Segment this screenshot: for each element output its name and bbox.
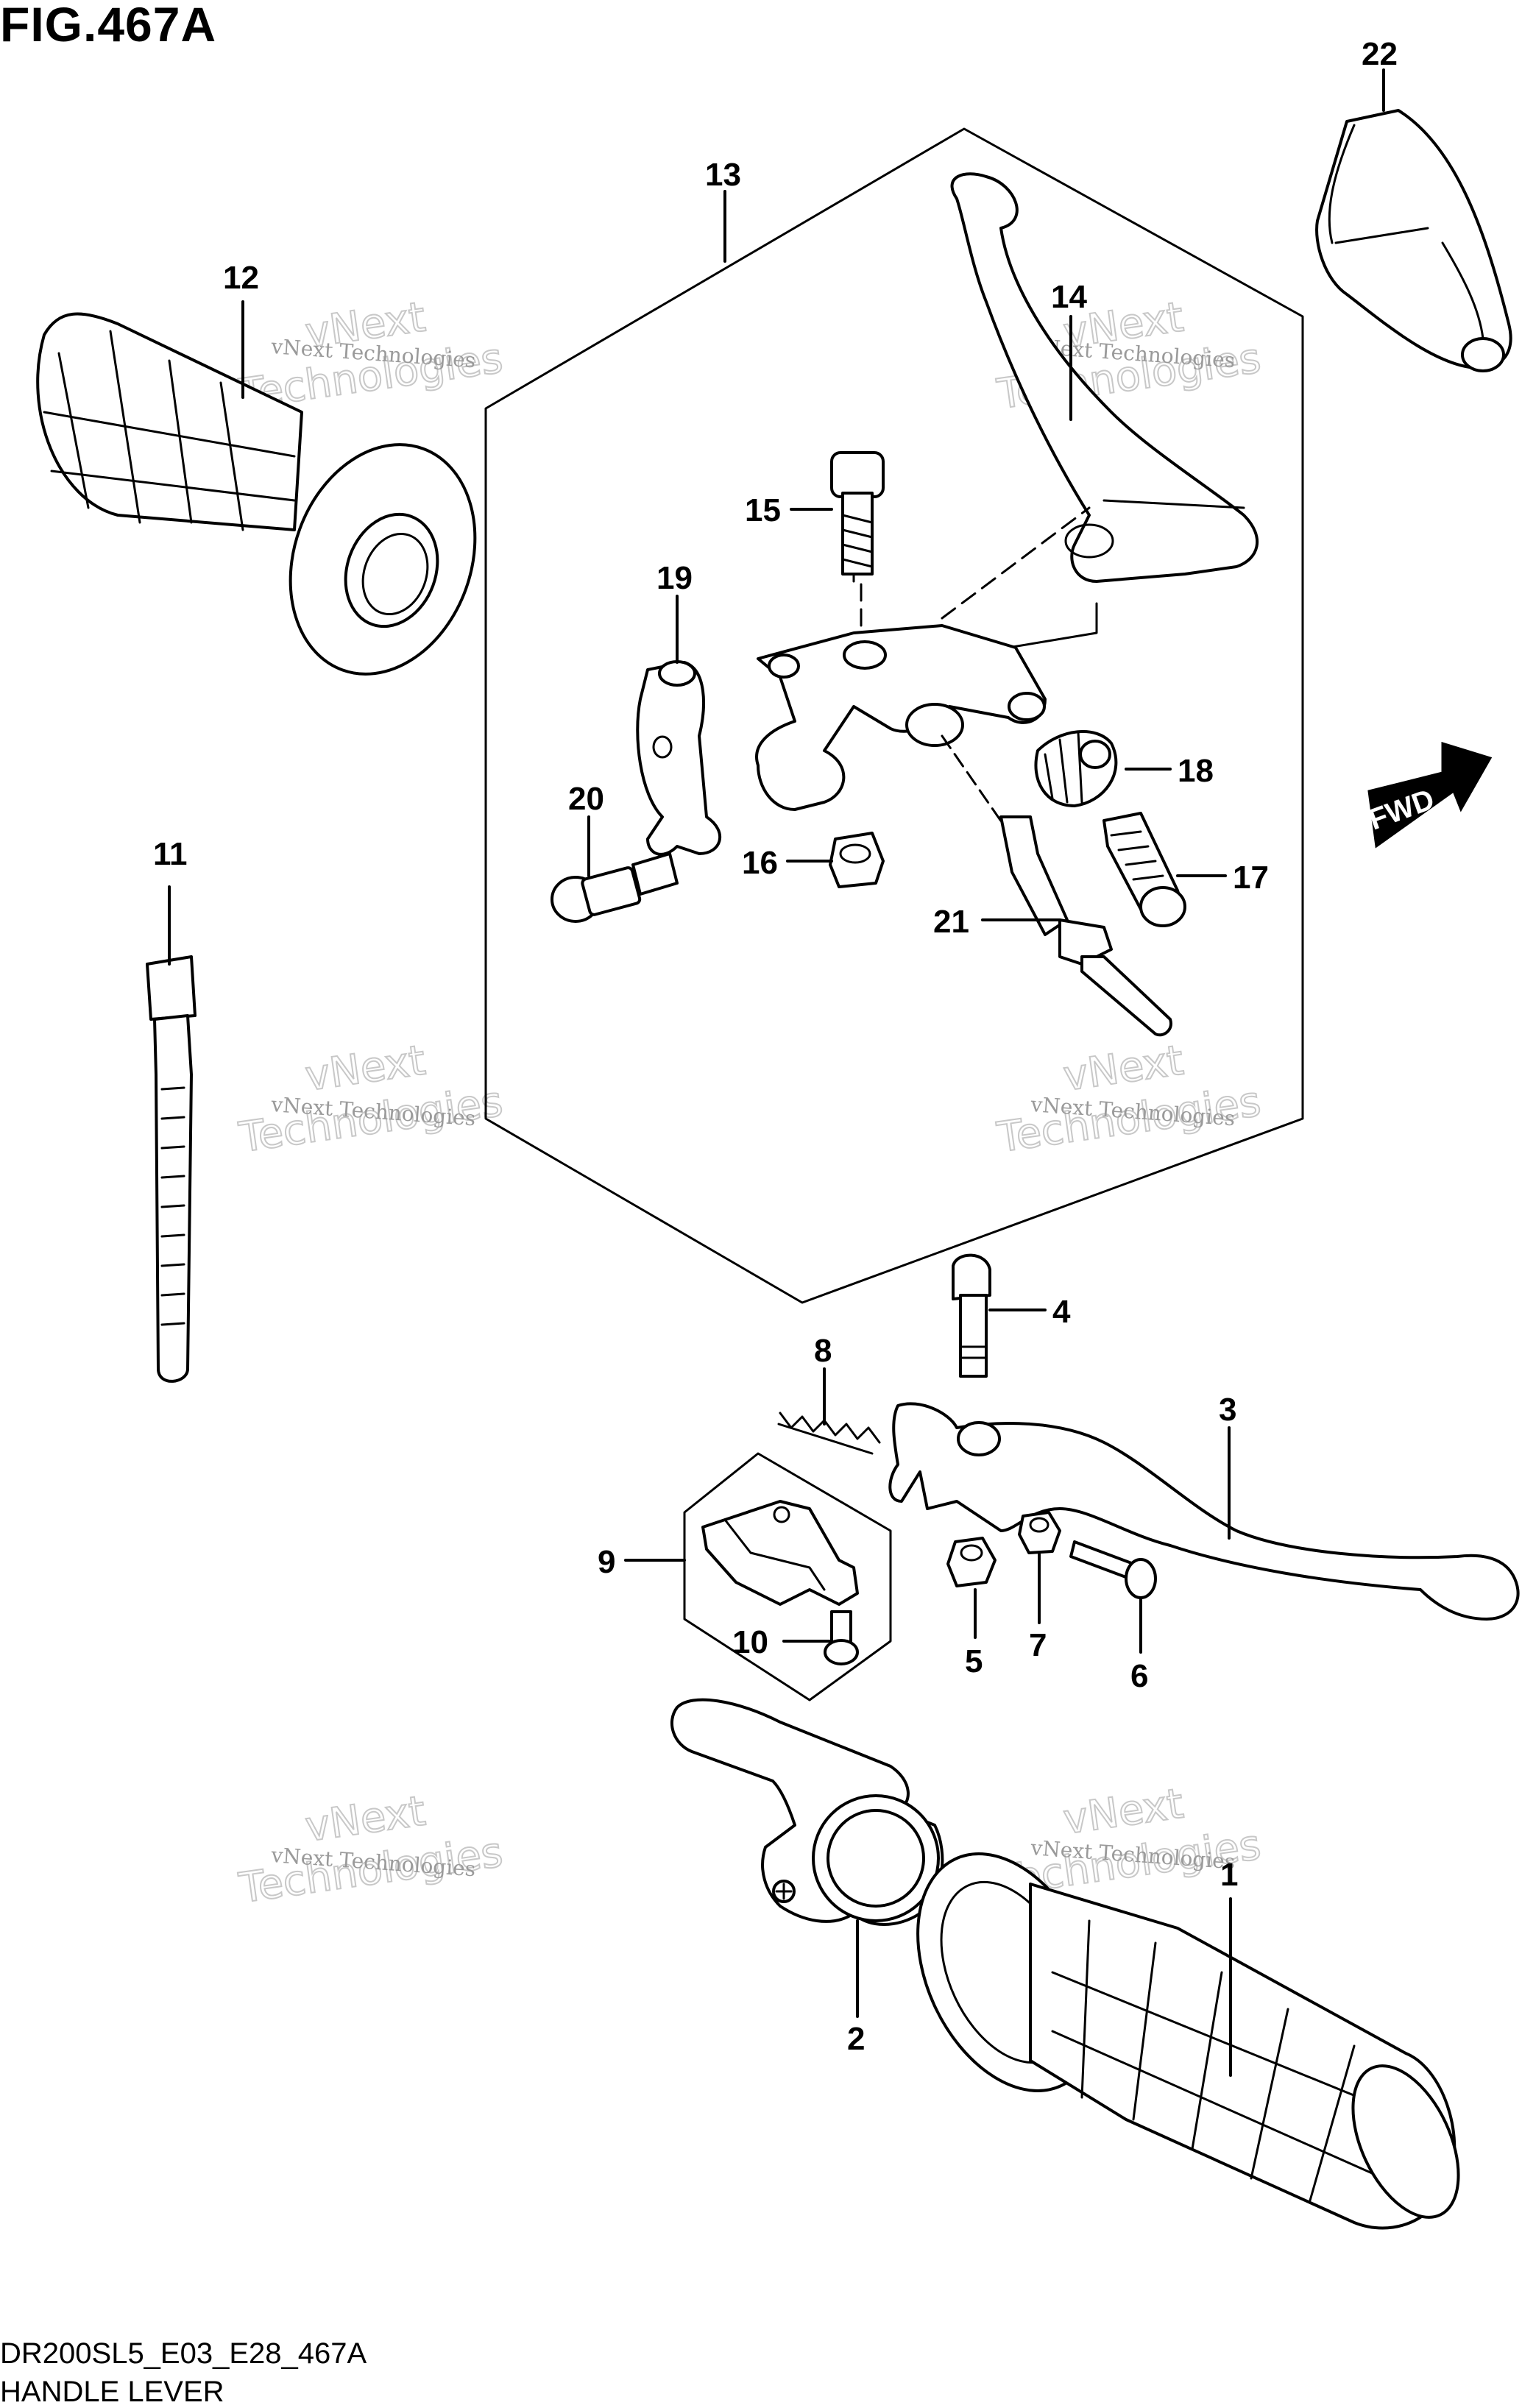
forward-direction-arrow: FWD	[1365, 741, 1493, 849]
callout-7: 7	[1029, 1627, 1047, 1663]
nut-part-16	[829, 832, 885, 888]
callout-17: 17	[1233, 860, 1269, 896]
callout-1: 1	[1220, 1857, 1238, 1893]
lever-holder-part-13	[755, 624, 1047, 811]
callout-18: 18	[1178, 753, 1214, 789]
leader-lines	[168, 68, 1385, 2077]
throttle-sleeve-part-2	[670, 1698, 944, 1926]
callout-15: 15	[745, 492, 781, 528]
callout-20: 20	[568, 781, 604, 817]
callout-labels: 22 13 12 14 15 19 18 20 16 17 21 11 4 8 …	[153, 36, 1398, 2057]
nut-part-5	[946, 1537, 997, 1587]
callout-11: 11	[153, 836, 188, 872]
lever-cover-part-22	[1315, 109, 1512, 372]
figure-code: DR200SL5_E03_E28_467A	[0, 2337, 367, 2370]
assembly-outline-13	[484, 127, 1304, 1304]
callout-4: 4	[1052, 1294, 1071, 1330]
callout-5: 5	[965, 1643, 983, 1679]
callout-12: 12	[223, 260, 259, 296]
switch-part-9	[701, 1500, 859, 1606]
cable-part-21	[941, 734, 1172, 1037]
callout-6: 6	[1130, 1658, 1148, 1694]
bolt-part-15	[830, 451, 885, 576]
callout-16: 16	[742, 845, 778, 881]
nut-part-7	[1018, 1511, 1061, 1554]
screw-part-6	[1069, 1540, 1157, 1599]
callout-14: 14	[1051, 279, 1087, 315]
callout-13: 13	[705, 157, 741, 193]
clutch-lever-part-3	[888, 1402, 1520, 1621]
adjuster-nut-part-18	[1034, 730, 1118, 807]
figure-name: HANDLE LEVER	[0, 2376, 224, 2408]
callout-3: 3	[1219, 1392, 1236, 1428]
callout-22: 22	[1362, 36, 1398, 72]
lever-part-14	[950, 172, 1259, 583]
cable-tie-part-11	[146, 955, 197, 1383]
adjuster-bolt-part-17	[1102, 812, 1186, 927]
grip-right-part-1	[916, 1852, 1460, 2230]
callout-21: 21	[933, 904, 969, 940]
callout-2: 2	[847, 2021, 865, 2057]
grip-left-part-12	[36, 312, 477, 676]
figure-title: FIG.467A	[0, 0, 217, 52]
callout-8: 8	[814, 1333, 832, 1369]
bolt-part-4	[952, 1253, 991, 1378]
switch-outline-9	[683, 1452, 892, 1701]
clamp-part-19	[636, 660, 722, 856]
screw-part-10	[824, 1610, 859, 1665]
callout-10: 10	[732, 1624, 768, 1660]
bolt-part-20	[551, 852, 679, 923]
callout-19: 19	[656, 560, 693, 596]
callout-9: 9	[598, 1544, 615, 1580]
spring-part-8	[777, 1412, 881, 1455]
